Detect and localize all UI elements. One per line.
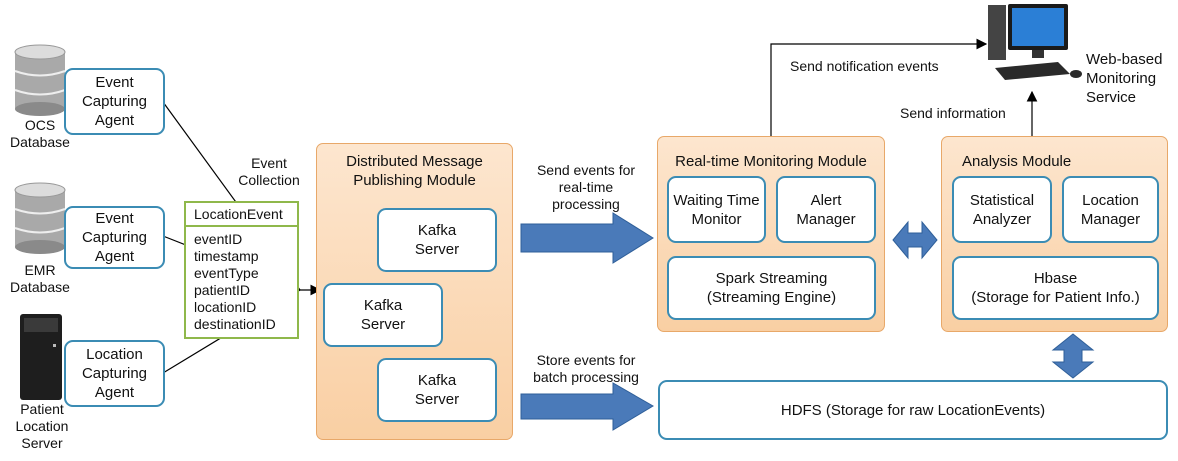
location-event-title: LocationEvent bbox=[186, 203, 297, 227]
waiting-time-monitor: Waiting Time Monitor bbox=[667, 176, 766, 243]
alert-manager: Alert Manager bbox=[776, 176, 876, 243]
server-tower-icon bbox=[20, 314, 62, 400]
analysis-module-title: Analysis Module bbox=[962, 153, 1072, 170]
hdfs-storage: HDFS (Storage for raw LocationEvents) bbox=[658, 380, 1168, 440]
publishing-module-title: Distributed Message Publishing Module bbox=[346, 153, 483, 189]
emr-database-icon bbox=[14, 182, 66, 254]
notification-flow-label: Send notification events bbox=[790, 58, 939, 74]
event-capturing-agent-emr: Event Capturing Agent bbox=[64, 206, 165, 269]
block-arrow-realtime bbox=[520, 212, 654, 264]
hbase-storage: Hbase (Storage for Patient Info.) bbox=[952, 256, 1159, 320]
block-arrow-bidirectional-storage bbox=[1051, 333, 1095, 379]
ocs-database-label: OCS Database bbox=[10, 117, 70, 150]
location-capturing-agent: Location Capturing Agent bbox=[64, 340, 165, 407]
web-monitoring-service-label: Web-based Monitoring Service bbox=[1086, 51, 1163, 106]
location-server-label: Patient Location Server bbox=[15, 401, 69, 451]
kafka-server-bottom: Kafka Server bbox=[377, 358, 497, 422]
kafka-server-middle: Kafka Server bbox=[323, 283, 443, 347]
event-capturing-agent-ocs: Event Capturing Agent bbox=[64, 68, 165, 135]
emr-database-label: EMR Database bbox=[10, 262, 70, 295]
kafka-server-top: Kafka Server bbox=[377, 208, 497, 272]
realtime-module-title: Real-time Monitoring Module bbox=[675, 153, 867, 170]
realtime-flow-label: Send events for real-time processing bbox=[536, 162, 636, 212]
information-flow-label: Send information bbox=[900, 105, 1006, 121]
block-arrow-bidirectional-modules bbox=[892, 220, 938, 260]
arrow-notification bbox=[770, 38, 988, 136]
statistical-analyzer: Statistical Analyzer bbox=[952, 176, 1052, 243]
event-collection-label: Event Collection bbox=[238, 155, 300, 188]
spark-streaming-engine: Spark Streaming (Streaming Engine) bbox=[667, 256, 876, 320]
block-arrow-batch bbox=[520, 382, 654, 431]
location-event-fields: eventID timestamp eventType patientID lo… bbox=[194, 231, 276, 332]
location-manager: Location Manager bbox=[1062, 176, 1159, 243]
batch-flow-label: Store events for batch processing bbox=[533, 352, 639, 385]
ocs-database-icon bbox=[14, 44, 66, 116]
computer-workstation-icon bbox=[988, 4, 1082, 80]
location-event-schema: LocationEvent eventID timestamp eventTyp… bbox=[184, 201, 299, 339]
